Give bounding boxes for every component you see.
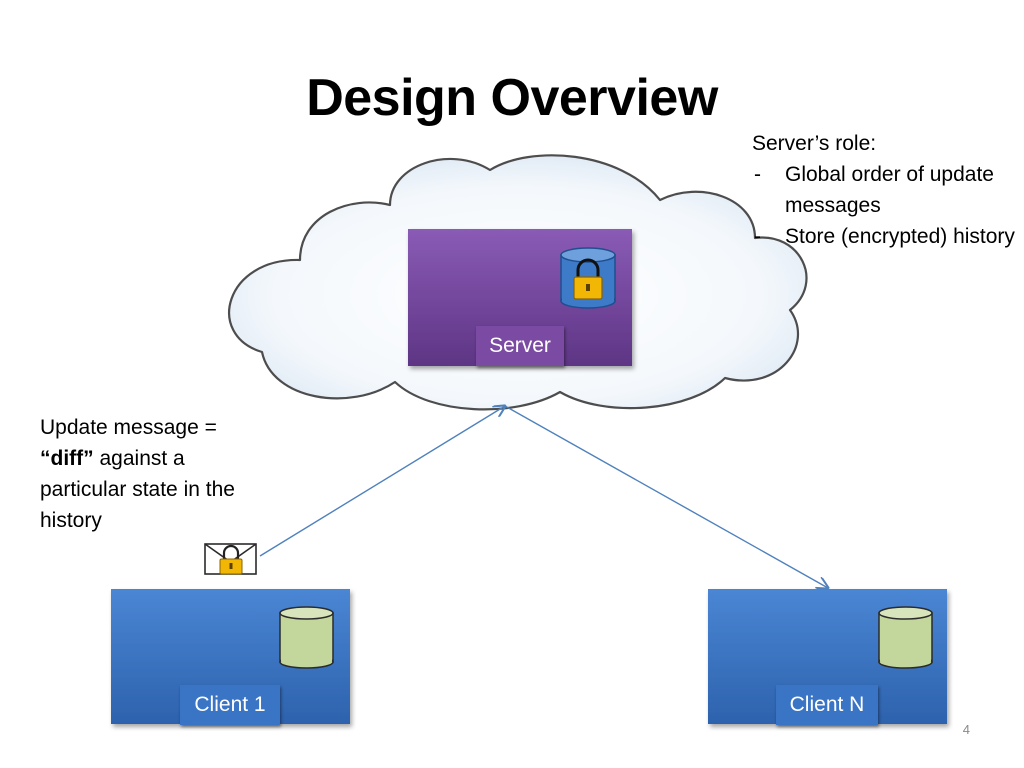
server-role-heading: Server’s role:	[752, 132, 877, 155]
list-dash: -	[754, 163, 761, 186]
message-flow-arrows	[259, 405, 828, 588]
arrow-server-to-clientn	[504, 405, 828, 588]
list-dash: -	[754, 225, 761, 248]
locked-envelope-icon	[204, 543, 257, 575]
page-number: 4	[962, 722, 970, 737]
server-label: Server	[476, 326, 564, 366]
server-role-item-text: Global order of update messages	[785, 163, 994, 217]
arrow-client1-to-server	[259, 406, 505, 557]
slide-title: Design Overview	[306, 69, 718, 127]
client-1-label: Client 1	[180, 685, 280, 725]
server-role-list: - Global order of update messages - Stor…	[752, 159, 1024, 252]
server-role-item-text: Store (encrypted) history	[785, 225, 1015, 248]
update-message-note: Update message = “diff” against a particu…	[40, 412, 255, 536]
encrypted-database-icon	[560, 247, 616, 309]
database-icon	[279, 606, 334, 669]
server-role-item: - Store (encrypted) history	[752, 221, 1024, 252]
server-role-item: - Global order of update messages	[752, 159, 1024, 221]
client-n-label: Client N	[776, 685, 878, 725]
diff-term: “diff”	[40, 447, 94, 470]
update-message-rest: against a particular state in the histor…	[40, 447, 235, 532]
database-icon	[878, 606, 933, 669]
update-message-start: Update message =	[40, 416, 217, 439]
server-role-note: Server’s role: - Global order of update …	[752, 128, 1024, 252]
